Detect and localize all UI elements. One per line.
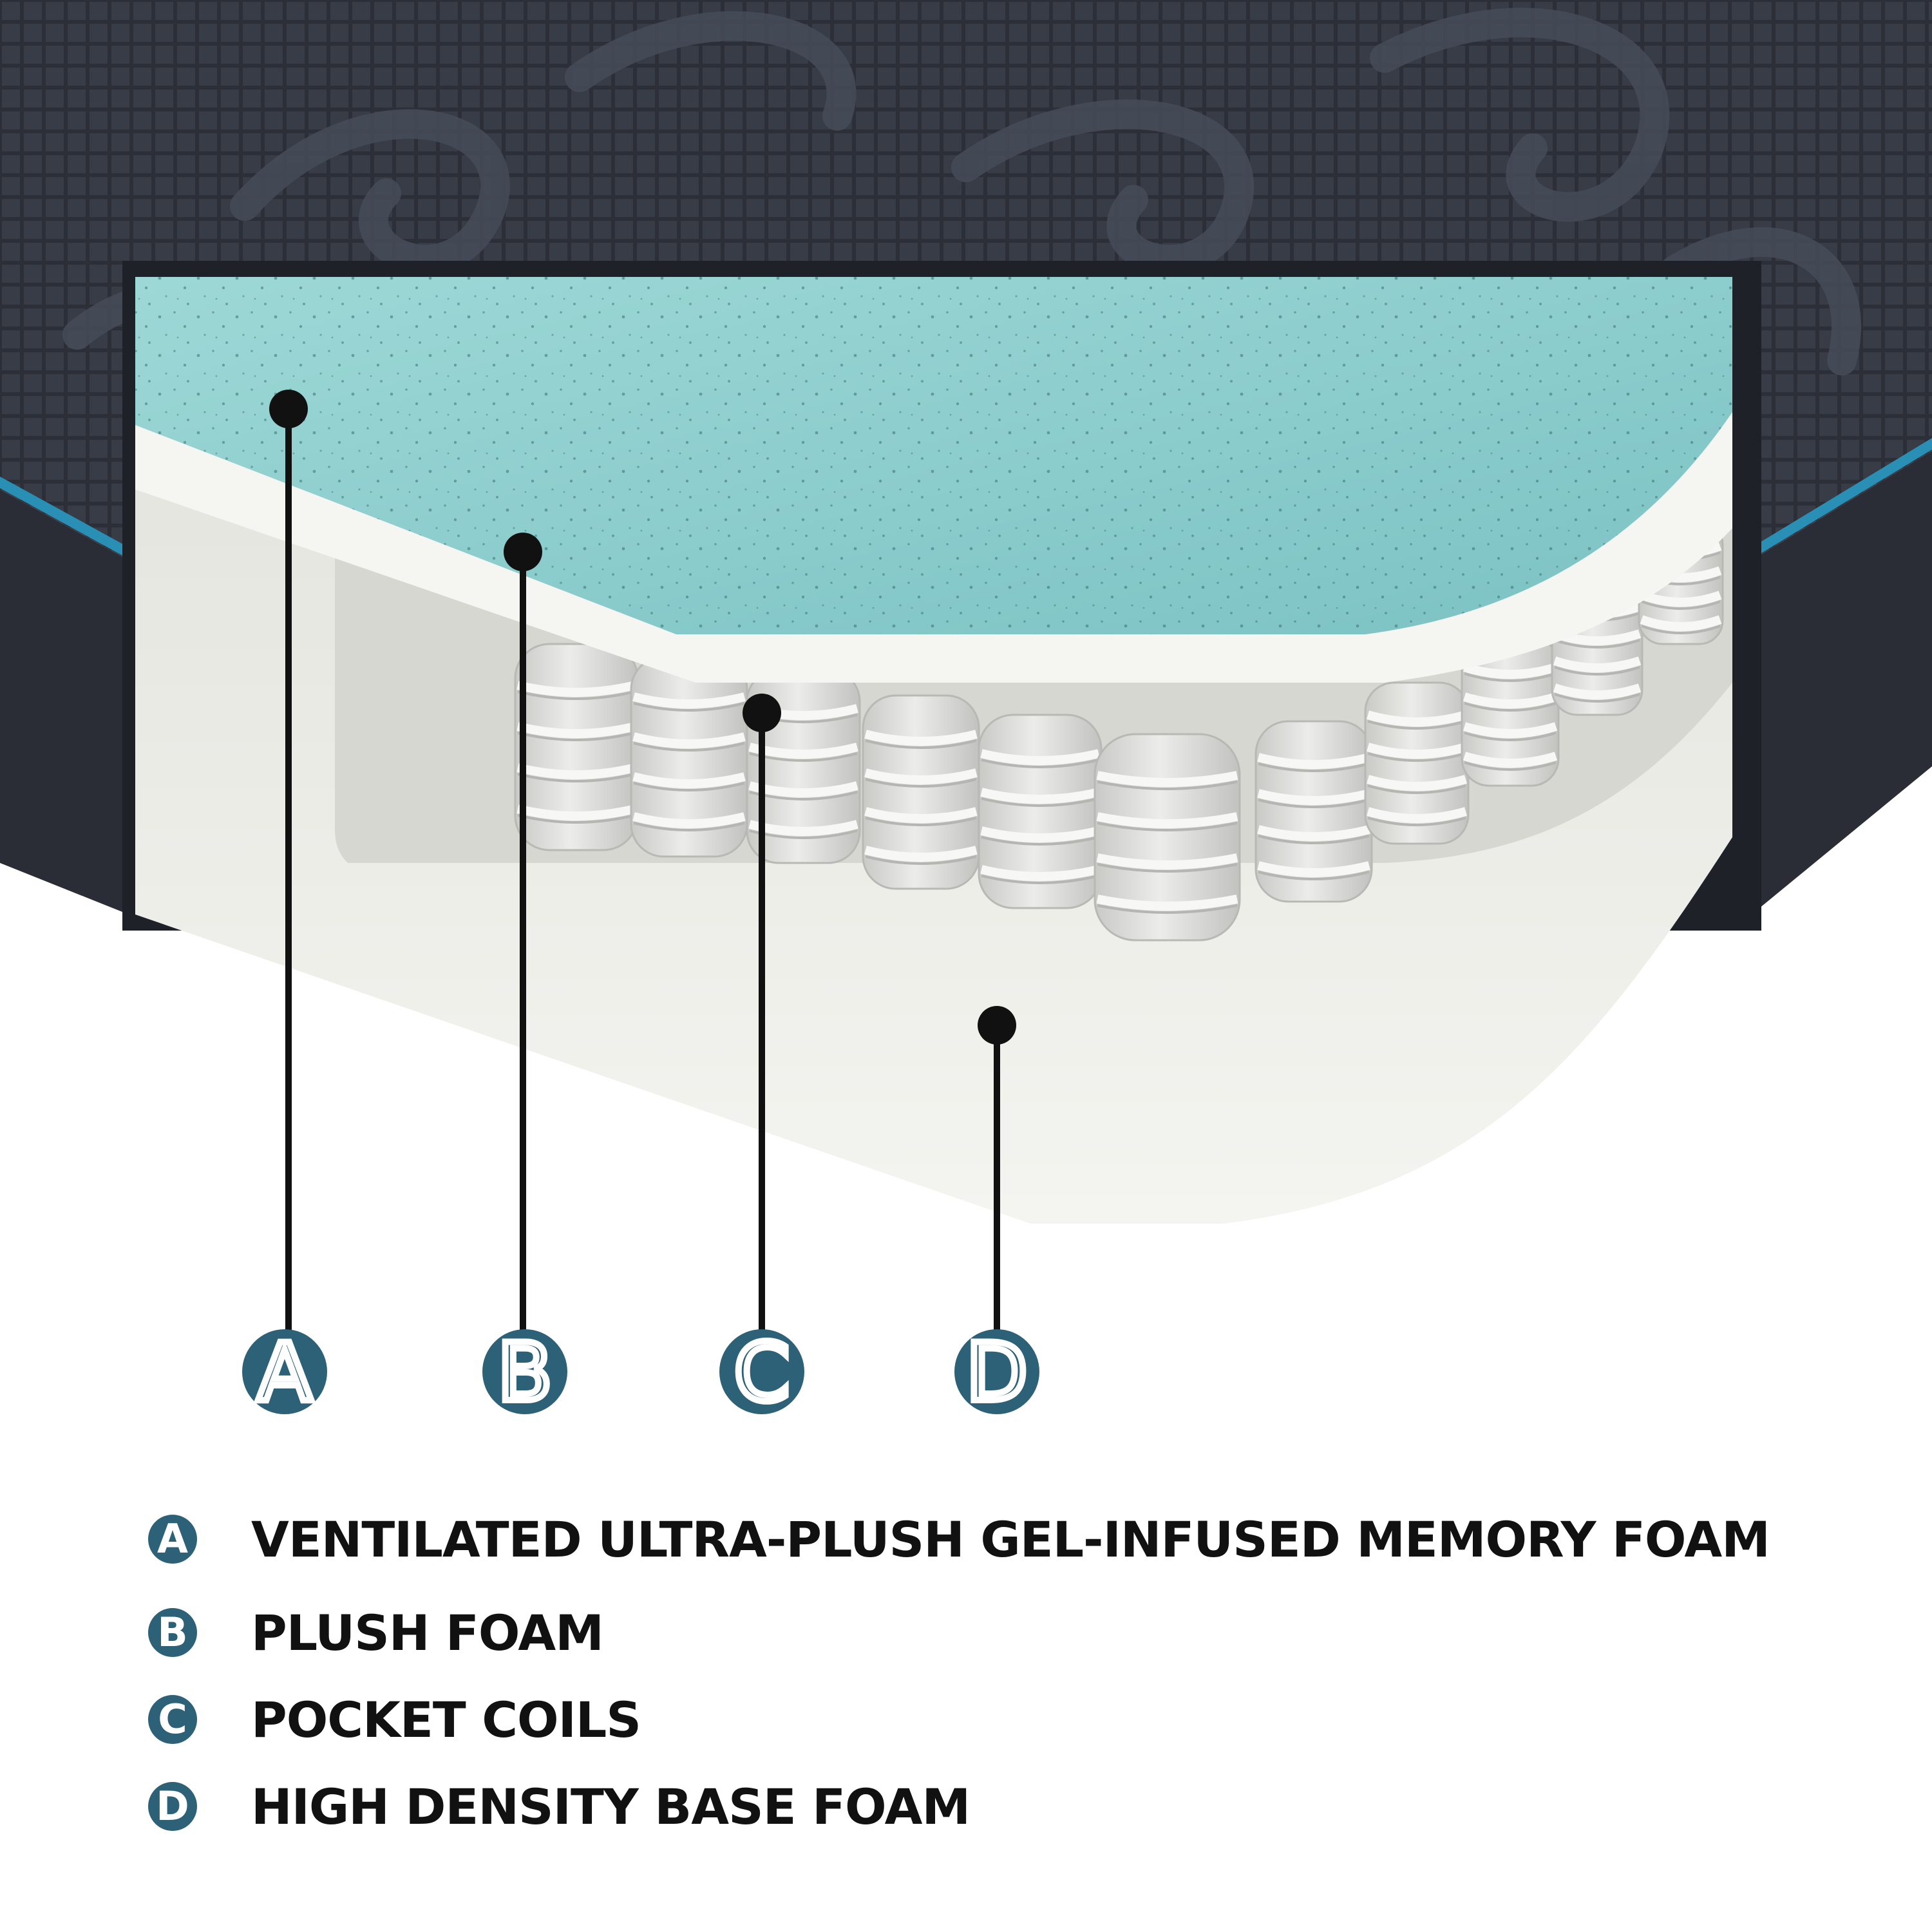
leader-dot-d: [978, 1006, 1016, 1045]
callout-letter-a: A: [258, 1327, 312, 1419]
quilt-swirl-pattern: [62, 8, 1861, 388]
pocket-coil: [630, 656, 748, 858]
callout-badge-d: [954, 1329, 1039, 1414]
mattress-side-right: [1752, 451, 1932, 914]
leader-dot-c: [743, 694, 781, 732]
leader-dot-a: [269, 390, 308, 428]
leader-dot-b: [504, 533, 542, 571]
accent-stripe-left: [0, 477, 129, 559]
pocket-coil: [514, 643, 639, 851]
callout-badge-a: [242, 1329, 327, 1414]
callout-leaders: A B C D: [242, 390, 1039, 1423]
callout-letter-c: C: [734, 1327, 790, 1419]
pocket-coil: [862, 694, 980, 890]
mattress-side-left: [0, 489, 129, 914]
callout-letter-d: D: [966, 1327, 1027, 1419]
callout-letter-b: B: [497, 1327, 552, 1419]
pocket-coil: [1255, 720, 1373, 903]
pocket-coil: [978, 714, 1103, 909]
callout-badge-c: [719, 1329, 804, 1414]
callout-badge-b: [482, 1329, 567, 1414]
pocket-coil: [1461, 636, 1560, 787]
pocket-coil: [1094, 733, 1241, 942]
accent-stripe-right: [1752, 438, 1932, 559]
pocket-coil: [1364, 681, 1470, 845]
